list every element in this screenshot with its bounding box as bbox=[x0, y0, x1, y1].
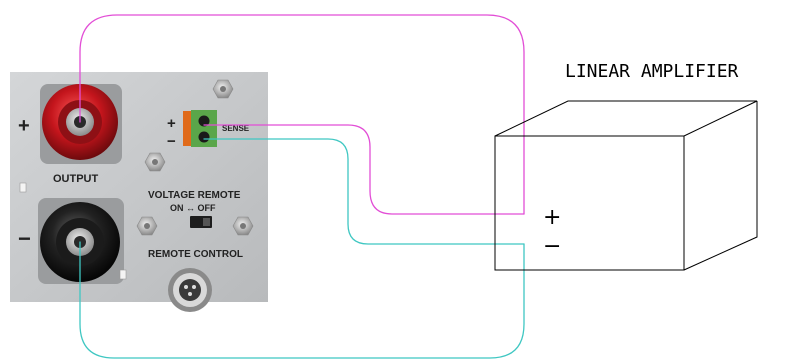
negative-sense-wire bbox=[203, 138, 525, 245]
panel-marker bbox=[19, 182, 27, 193]
output-label: OUTPUT bbox=[53, 173, 99, 185]
positive-output-terminal bbox=[40, 84, 122, 164]
sense-terminal-block bbox=[183, 110, 217, 147]
voltage-remote-label: VOLTAGE REMOTE bbox=[148, 190, 241, 201]
amplifier-plus-sign: + bbox=[543, 205, 561, 230]
screw-icon bbox=[144, 152, 166, 172]
sense-plus-sign: + bbox=[167, 115, 176, 132]
output-plus-sign: + bbox=[18, 115, 30, 137]
switch-on-off-label: ON ↔ OFF bbox=[170, 203, 216, 213]
positive-sense-wire bbox=[203, 124, 525, 215]
switch-slider bbox=[203, 218, 210, 226]
amplifier-title: LINEAR AMPLIFIER bbox=[565, 61, 739, 82]
remote-control-connector bbox=[168, 268, 212, 312]
negative-output-terminal bbox=[38, 198, 124, 284]
output-minus-sign: − bbox=[18, 226, 31, 251]
box-side-face bbox=[683, 101, 758, 271]
amplifier-minus-sign: − bbox=[543, 234, 561, 259]
remote-control-label: REMOTE CONTROL bbox=[148, 249, 243, 260]
sense-label: SENSE bbox=[222, 124, 250, 133]
box-top-face bbox=[494, 100, 758, 137]
negative-output-wire bbox=[79, 241, 525, 359]
positive-output-wire bbox=[79, 14, 525, 215]
power-supply-panel: + OUTPUT − bbox=[10, 72, 268, 312]
screw-icon bbox=[232, 216, 254, 236]
screw-icon bbox=[212, 79, 234, 99]
screw-icon bbox=[136, 216, 158, 236]
linear-amplifier-box bbox=[494, 100, 758, 271]
sense-minus-sign: − bbox=[167, 133, 176, 150]
panel-marker bbox=[119, 269, 127, 280]
wires bbox=[79, 14, 525, 359]
